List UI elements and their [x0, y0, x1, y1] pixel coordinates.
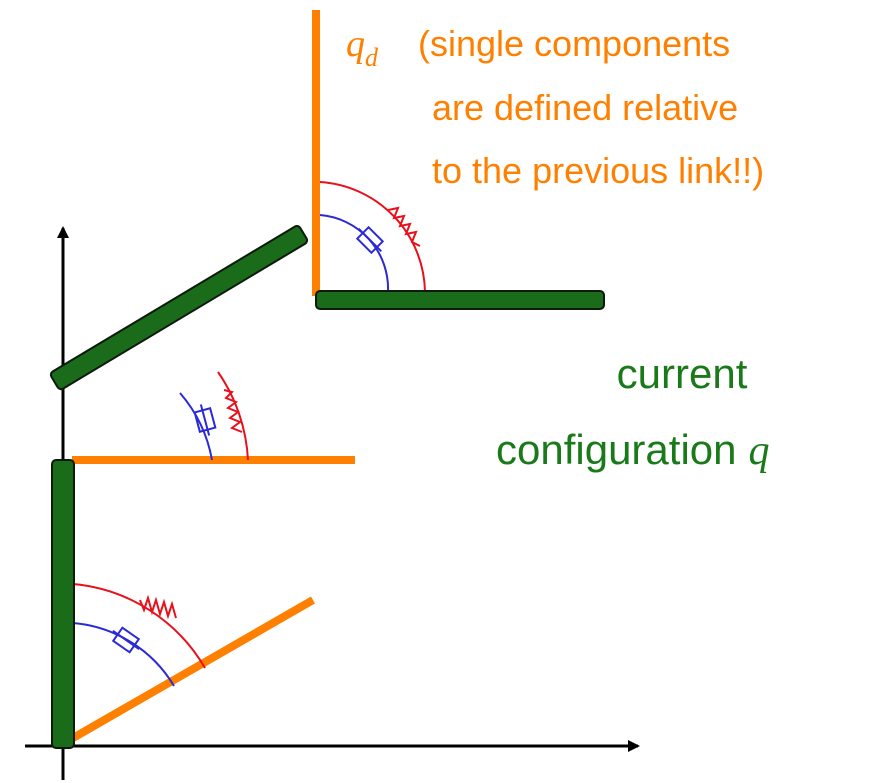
- current-link-2: [49, 225, 309, 391]
- damper-icon: [355, 225, 385, 255]
- damper-icon: [193, 404, 217, 436]
- desired-link-1: [64, 596, 315, 746]
- joint-1-compliance: [72, 583, 206, 687]
- desired-symbol-subscript: d: [365, 43, 379, 72]
- joint-1-damper-arc: [72, 622, 175, 687]
- spring-icon: [387, 206, 421, 247]
- joint-3-damper-arc: [319, 214, 390, 293]
- joint-2-compliance: [179, 371, 249, 461]
- annotation-line-3: to the previous link!!): [432, 150, 764, 191]
- current-label-line-1: current: [617, 350, 748, 397]
- coordinate-axes: [25, 226, 640, 780]
- joint-3-spring-arc: [319, 181, 426, 293]
- current-links: [49, 225, 605, 749]
- desired-symbol: qd: [346, 23, 379, 72]
- spring-icon: [139, 594, 177, 620]
- joint-2-damper-arc: [179, 392, 213, 461]
- current-symbol: q: [749, 428, 770, 474]
- damper-icon: [111, 626, 141, 654]
- current-link-1: [51, 459, 75, 749]
- annotation-line-1: (single components: [418, 23, 730, 64]
- desired-links: [64, 10, 355, 746]
- joint-1-spring-arc: [72, 583, 206, 669]
- annotation-line-2: are defined relative: [432, 87, 738, 128]
- current-link-3: [315, 290, 605, 310]
- spring-icon: [223, 389, 243, 433]
- joint-3-compliance: [319, 181, 426, 293]
- joint-2-spring-arc: [217, 371, 249, 461]
